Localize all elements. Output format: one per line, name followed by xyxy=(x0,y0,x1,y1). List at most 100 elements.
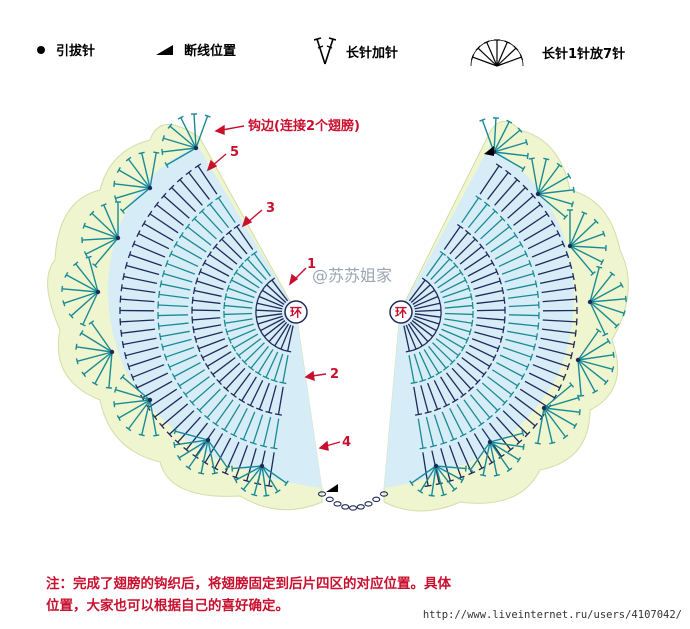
dc-top-icon xyxy=(501,286,505,295)
dc-stitch-icon xyxy=(476,388,499,411)
dc-stitch-icon xyxy=(179,179,203,206)
dc-stitch-icon xyxy=(138,232,170,250)
chain-stitch-icon xyxy=(348,505,358,511)
dc-stitch-icon xyxy=(413,317,437,332)
seven-dc-fan-icon xyxy=(528,157,575,220)
dc-top-icon xyxy=(494,407,501,414)
dc-stitch-icon xyxy=(433,380,448,406)
dc-stitch-icon xyxy=(165,346,195,358)
dc-stitch-icon xyxy=(508,322,539,327)
dc-top-icon xyxy=(574,284,577,292)
dc-stitch-icon xyxy=(161,403,189,427)
round-label-4: 4 xyxy=(342,435,351,450)
dc-stitch-icon xyxy=(260,317,284,332)
dc-top-icon xyxy=(487,362,493,370)
dc-top-icon xyxy=(166,431,173,438)
dc-top-icon xyxy=(456,223,464,230)
dc-top-icon xyxy=(131,240,136,248)
dc-stitch-icon xyxy=(149,213,179,234)
dc-top-icon xyxy=(429,444,438,448)
dc-top-icon xyxy=(418,343,426,349)
dc-stitch-icon xyxy=(412,289,435,305)
seven-dc-fan-icon xyxy=(113,151,160,214)
dc-stitch-icon xyxy=(451,367,472,390)
dc-stitch-icon xyxy=(461,357,485,375)
dc-top-icon xyxy=(570,352,574,360)
dc-stitch-icon xyxy=(476,317,505,321)
dc-stitch-icon xyxy=(224,318,253,324)
chain-stitch-icon xyxy=(356,504,365,510)
dc-top-icon xyxy=(254,370,262,376)
watermark: @苏苏姐家 xyxy=(312,266,392,285)
dc-top-icon xyxy=(522,184,529,191)
dc-stitch-icon xyxy=(535,355,569,368)
dc-stitch-icon xyxy=(481,382,506,404)
dc-stitch-icon xyxy=(523,222,554,242)
dc-stitch-icon xyxy=(508,293,538,299)
dc-top-icon xyxy=(153,201,160,208)
dc-top-icon xyxy=(449,359,456,366)
seven-dc-fan-icon xyxy=(75,320,115,389)
dc-stitch-icon xyxy=(435,338,459,357)
dc-stitch-icon xyxy=(519,388,550,409)
right-ring-icon xyxy=(389,300,413,324)
dc-top-icon xyxy=(485,251,491,258)
dc-stitch-icon xyxy=(418,351,432,378)
dc-stitch-icon xyxy=(233,372,251,396)
dc-stitch-icon xyxy=(154,396,183,418)
dc-seven-in-one-icon xyxy=(470,39,524,67)
dc-stitch-icon xyxy=(142,380,173,399)
legend-slip-stitch-label: 引拔针 xyxy=(56,44,96,59)
dc-top-icon xyxy=(516,439,523,446)
dc-stitch-icon xyxy=(240,264,263,284)
dc-stitch-icon xyxy=(413,295,439,308)
dc-top-icon xyxy=(537,201,544,208)
dc-stitch-icon xyxy=(440,448,451,482)
dc-stitch-icon xyxy=(282,355,289,383)
dc-stitch-icon xyxy=(257,349,274,374)
dc-stitch-icon xyxy=(258,382,270,410)
dc-top-icon xyxy=(259,287,265,294)
dc-top-icon xyxy=(274,413,283,416)
dc-stitch-icon xyxy=(163,195,190,219)
dc-top-icon xyxy=(266,338,273,345)
dc-top-icon xyxy=(472,236,479,243)
dc-stitch-icon xyxy=(475,289,503,297)
dc-stitch-icon xyxy=(158,314,189,317)
dc-stitch-icon xyxy=(414,315,440,325)
dc-top-icon xyxy=(159,280,163,288)
dc-top-icon xyxy=(532,422,538,429)
dc-top-icon xyxy=(194,335,198,343)
dc-stitch-icon xyxy=(459,246,483,265)
dc-stitch-icon xyxy=(266,284,287,303)
dc-top-icon xyxy=(569,261,573,270)
legend-fasten-off-label: 断线位置 xyxy=(184,44,237,59)
dc-top-icon xyxy=(120,284,123,292)
seven-dc-fan-icon xyxy=(231,463,289,497)
dc-stitch-icon xyxy=(132,364,165,378)
dc-top-icon xyxy=(227,336,232,344)
dc-stitch-icon xyxy=(120,319,155,323)
dc-stitch-icon xyxy=(194,289,222,297)
dc-stitch-icon xyxy=(498,253,527,268)
dc-stitch-icon xyxy=(199,271,227,284)
dc-top-icon xyxy=(263,281,270,288)
dc-stitch-icon xyxy=(225,367,246,390)
dc-stitch-icon xyxy=(542,298,577,303)
dc-stitch-icon xyxy=(413,353,424,381)
dc-top-icon xyxy=(161,343,165,351)
dc-stitch-icon xyxy=(188,172,210,200)
seven-dc-fan-icon xyxy=(575,328,615,397)
dc-top-icon xyxy=(492,208,499,214)
dc-top-icon xyxy=(530,192,537,199)
chain-stitch-icon xyxy=(372,496,381,503)
dc-top-icon xyxy=(255,299,259,307)
dc-top-icon xyxy=(182,391,189,398)
right-ring-label: 环 xyxy=(395,306,407,320)
dc-top-icon xyxy=(470,293,473,301)
dc-stitch-icon xyxy=(262,416,272,447)
slip-stitch-icon xyxy=(535,191,541,197)
dc-stitch-icon xyxy=(133,243,166,258)
dc-top-icon xyxy=(204,362,210,370)
dc-stitch-icon xyxy=(476,309,505,312)
